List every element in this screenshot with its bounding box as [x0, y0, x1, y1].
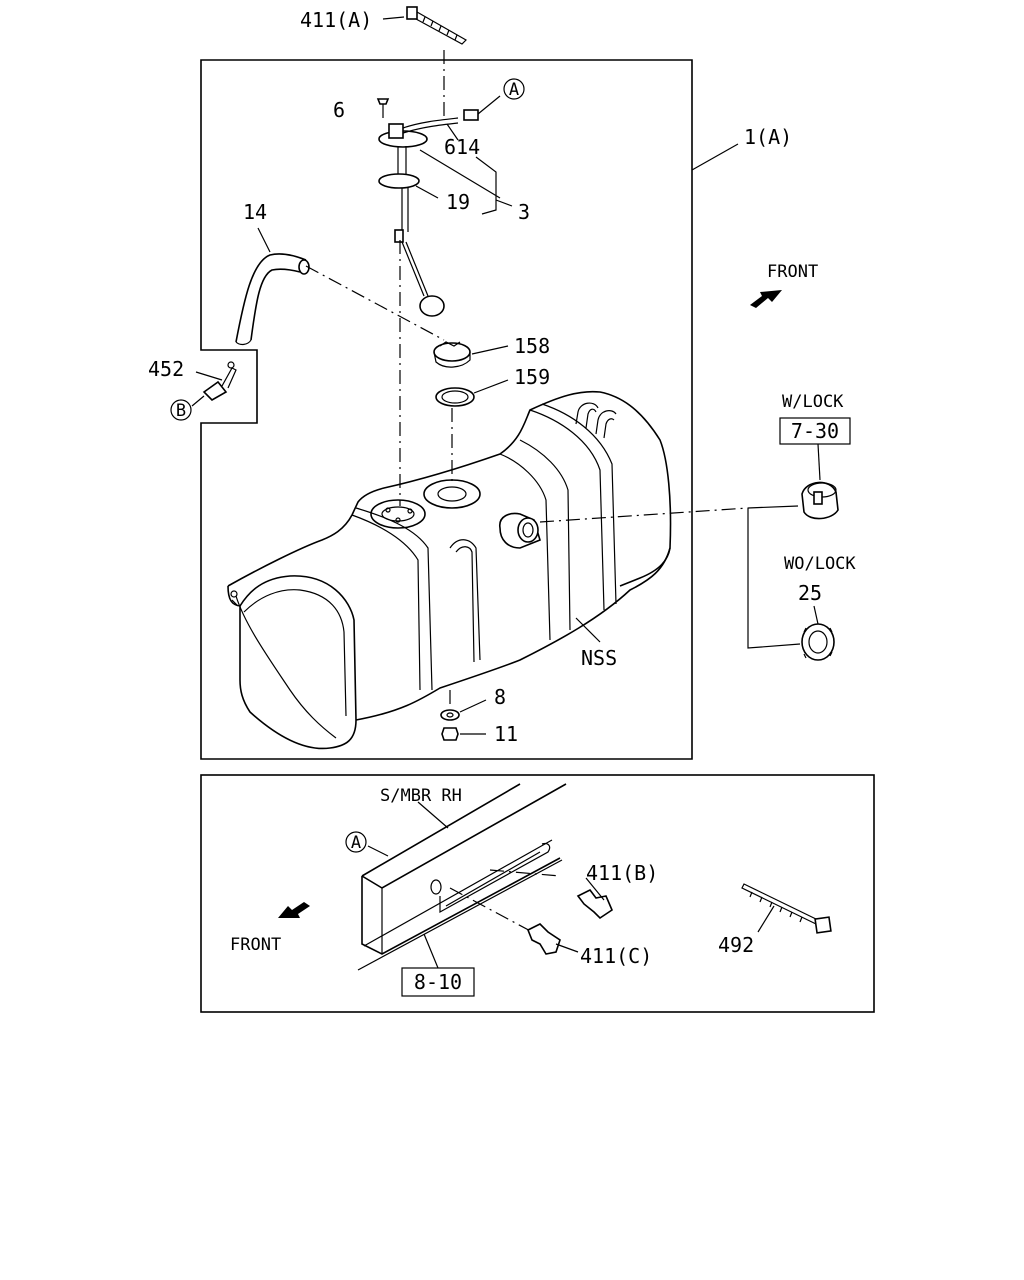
- washer-8: [440, 709, 460, 721]
- cable-tie-492: [741, 883, 832, 934]
- marker-a-top: A: [503, 78, 525, 100]
- ref-box-wlock: [779, 417, 851, 445]
- callout-14: 14: [243, 200, 267, 224]
- callout-3: 3: [518, 200, 530, 224]
- callout-nss: NSS: [581, 646, 617, 670]
- lower-frame: [200, 774, 875, 1013]
- svg-text:B: B: [176, 401, 186, 421]
- front-label-upper: FRONT: [767, 262, 818, 282]
- fitting-452: [202, 361, 237, 401]
- fuel-tank: [227, 390, 672, 750]
- wlock-label: W/LOCK: [782, 392, 844, 412]
- wolock-label: WO/LOCK: [784, 554, 856, 574]
- callout-25: 25: [798, 581, 822, 605]
- ref-wlock-text: 7-30: [791, 419, 839, 443]
- fitting-158: [433, 341, 471, 368]
- filler-cap-with-lock: [801, 481, 839, 520]
- filler-cap-without-lock: [801, 623, 835, 661]
- callout-411a: 411(A): [300, 8, 372, 32]
- side-member-rh: [357, 783, 567, 971]
- callout-158: 158: [514, 334, 550, 358]
- svg-text:A: A: [351, 833, 361, 853]
- callout-411b: 411(B): [586, 861, 658, 885]
- callout-19: 19: [446, 190, 470, 214]
- callout-411c: 411(C): [580, 944, 652, 968]
- marker-b: B: [170, 399, 192, 421]
- cable-tie-411a: [406, 6, 467, 45]
- callout-492: 492: [718, 933, 754, 957]
- callout-159: 159: [514, 365, 550, 389]
- svg-text:A: A: [509, 80, 519, 100]
- callout-614: 614: [444, 135, 480, 159]
- hose-14: [235, 253, 310, 346]
- callout-1a: 1(A): [744, 125, 792, 149]
- front-arrow-lower: [278, 902, 310, 918]
- gasket-159: [435, 387, 475, 407]
- front-arrow-upper: [750, 290, 782, 308]
- fuel-sender-unit: [376, 95, 501, 317]
- front-label-lower: FRONT: [230, 935, 281, 955]
- main-frame: [200, 59, 693, 760]
- callout-452: 452: [148, 357, 184, 381]
- ref-member-text: 8-10: [414, 970, 462, 994]
- clip-411c: [526, 923, 561, 955]
- marker-a-lower: A: [345, 831, 367, 853]
- ref-box-member: [401, 967, 475, 997]
- clip-411b: [576, 888, 613, 920]
- callout-8: 8: [494, 685, 506, 709]
- callout-11: 11: [494, 722, 518, 746]
- plug-11: [441, 727, 459, 741]
- member-label: S/MBR RH: [380, 786, 462, 806]
- callout-6: 6: [333, 98, 345, 122]
